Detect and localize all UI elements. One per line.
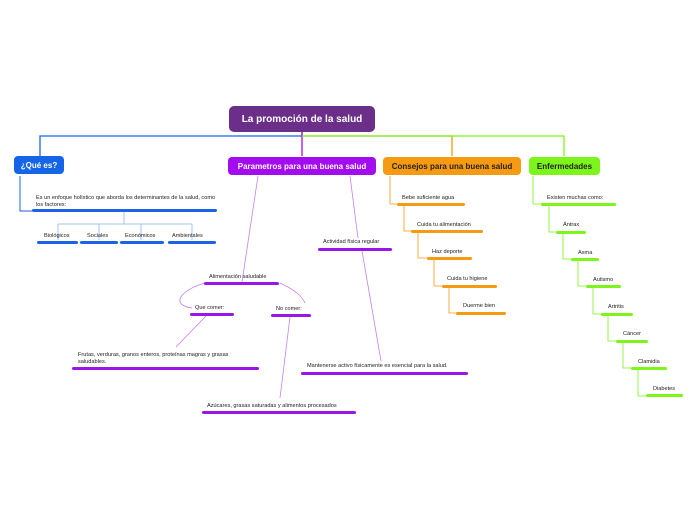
subtopic-underline bbox=[586, 285, 621, 288]
enfermedad-antrax[interactable]: Ántrax bbox=[563, 222, 580, 228]
factor-biologicos[interactable]: Biológicos bbox=[44, 233, 70, 239]
enfermedad-cancer[interactable]: Cáncer bbox=[623, 331, 642, 337]
mantenerse-activo[interactable]: Mantenerse activo físicamente es esencia… bbox=[307, 363, 448, 369]
subtopic-underline bbox=[202, 411, 356, 414]
subtopic-underline bbox=[456, 312, 506, 315]
actividad-fisica[interactable]: Actividad física regular bbox=[323, 239, 380, 245]
topic-enfermedades[interactable]: Enfermedades bbox=[529, 157, 600, 175]
subtopic-underline bbox=[37, 241, 78, 244]
subtopic-underline bbox=[556, 231, 586, 234]
no-comer-items[interactable]: Azúcares, grasas saturadas y alimentos p… bbox=[207, 403, 337, 409]
subtopic-underline bbox=[646, 394, 683, 397]
alimentacion-saludable[interactable]: Alimentación saludable bbox=[209, 274, 267, 280]
que-comer-items[interactable]: Frutas, verduras, granos enteros, proteí… bbox=[78, 352, 229, 365]
enfermedad-clamidia[interactable]: Clamidia bbox=[638, 359, 660, 365]
subtopic-underline bbox=[120, 241, 164, 244]
consejo-dormir[interactable]: Duerme bien bbox=[463, 303, 496, 309]
factor-economicos[interactable]: Económicos bbox=[125, 233, 156, 239]
que-es-description[interactable]: Es un enfoque holístico que aborda los d… bbox=[36, 195, 216, 208]
subtopic-underline bbox=[427, 257, 472, 260]
subtopic-underline bbox=[631, 367, 667, 370]
enfermedades-intro[interactable]: Existen muchas como: bbox=[547, 195, 604, 201]
subtopic-underline bbox=[571, 258, 599, 261]
subtopic-underline bbox=[204, 282, 279, 285]
consejo-alimentacion[interactable]: Cuida tu alimentación bbox=[417, 222, 471, 228]
subtopic-underline bbox=[271, 314, 311, 317]
consejo-higiene[interactable]: Cuida tu higiene bbox=[447, 276, 488, 282]
subtopic-underline bbox=[301, 372, 468, 375]
no-comer[interactable]: No comer: bbox=[276, 306, 302, 312]
subtopic-underline bbox=[616, 340, 648, 343]
enfermedad-diabetes[interactable]: Diabetes bbox=[653, 386, 676, 392]
topic-parametros[interactable]: Parametros para una buena salud bbox=[228, 157, 376, 175]
consejo-deporte[interactable]: Haz deporte bbox=[432, 249, 463, 255]
factor-sociales[interactable]: Sociales bbox=[87, 233, 109, 239]
subtopic-underline bbox=[442, 285, 497, 288]
root-topic[interactable]: La promoción de la salud bbox=[229, 106, 375, 132]
subtopic-underline bbox=[72, 367, 259, 370]
subtopic-underline bbox=[32, 209, 217, 212]
topic-consejos[interactable]: Consejos para una buena salud bbox=[383, 157, 521, 175]
subtopic-underline bbox=[397, 203, 465, 206]
enfermedad-artritis[interactable]: Artritis bbox=[608, 304, 624, 310]
subtopic-underline bbox=[168, 241, 216, 244]
subtopic-underline bbox=[80, 241, 118, 244]
subtopic-underline bbox=[190, 313, 234, 316]
topic-que-es[interactable]: ¿Qué es? bbox=[14, 156, 64, 174]
que-comer[interactable]: Que comer: bbox=[195, 305, 225, 311]
subtopic-underline bbox=[411, 230, 483, 233]
factor-ambientales[interactable]: Ambientales bbox=[172, 233, 203, 239]
subtopic-underline bbox=[601, 313, 633, 316]
subtopic-underline bbox=[318, 248, 392, 251]
enfermedad-autismo[interactable]: Autismo bbox=[593, 277, 614, 283]
consejo-agua[interactable]: Bebe suficiente agua bbox=[402, 195, 455, 201]
enfermedad-asma[interactable]: Asma bbox=[578, 250, 593, 256]
subtopic-underline bbox=[541, 203, 616, 206]
